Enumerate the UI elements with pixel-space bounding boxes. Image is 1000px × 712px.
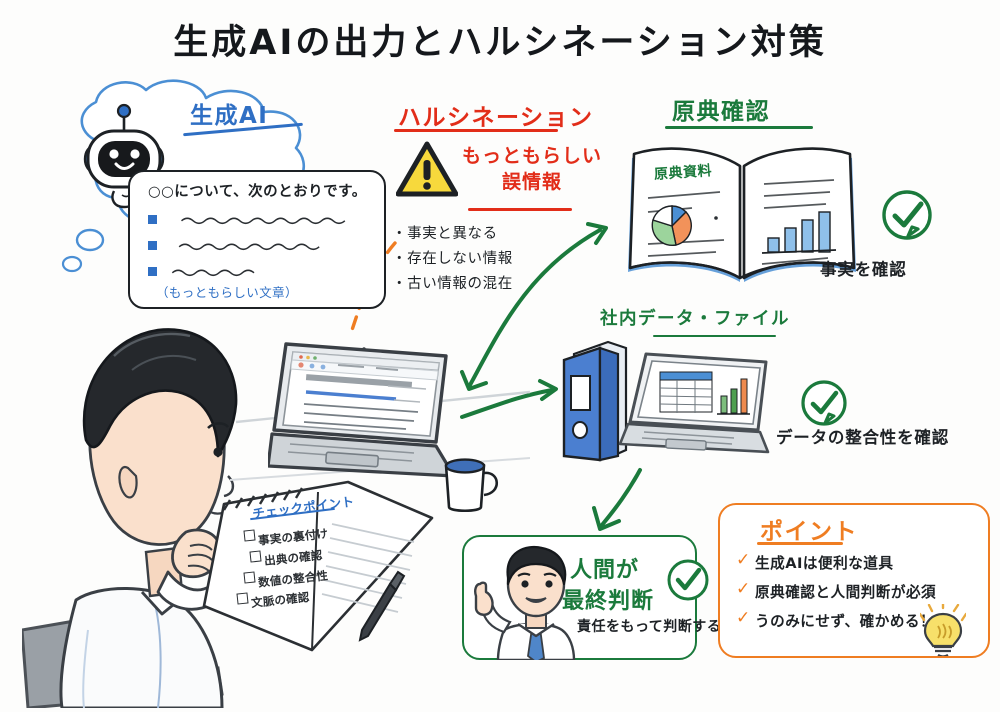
- human-decision-line1: 人間が: [570, 558, 640, 583]
- checkbox-icon[interactable]: [243, 529, 256, 542]
- check-mark-icon: ✓: [736, 550, 751, 570]
- list-item: ✓ 原典確認と人間判断が必須: [736, 581, 936, 602]
- point-text: 原典確認と人間判断が必須: [755, 584, 937, 601]
- check-circle-icon-source: [878, 188, 936, 246]
- bullet-square-icon: [148, 267, 157, 276]
- source-check-title: 原典確認: [672, 99, 770, 125]
- wavy-line: [181, 217, 346, 225]
- points-underline: [757, 542, 843, 545]
- human-decision-sub: 責任をもって判断する: [577, 619, 722, 635]
- wavy-line: [178, 243, 320, 251]
- coffee-mug-icon: [440, 455, 504, 515]
- hallucination-subtitle-line1: もっともらしい: [462, 145, 603, 167]
- binder-icon: [560, 338, 630, 463]
- lightbulb-icon: [918, 599, 968, 658]
- source-check-caption: 事実を確認: [820, 260, 907, 279]
- hallucination-underline: [394, 129, 558, 132]
- person-thinking-icon: [20, 300, 312, 710]
- internal-data-caption: データの整合性を確認: [776, 428, 949, 447]
- person-pointing-icon: [470, 536, 590, 664]
- hallucination-subtitle-underline: [468, 208, 572, 211]
- list-item: ✓ 生成AIは便利な道具: [736, 552, 936, 573]
- list-item: ・存在しない情報: [392, 250, 513, 267]
- bullet-square-icon: [148, 241, 157, 250]
- check-mark-icon: ✓: [736, 608, 751, 628]
- points-box: [718, 503, 990, 658]
- human-decision-line2: 最終判断: [562, 589, 655, 614]
- hallucination-list: ・事実と異なる ・存在しない情報 ・古い情報の混在: [392, 222, 513, 297]
- bullet-square-icon: [148, 215, 157, 224]
- ai-label: 生成AI: [190, 103, 269, 129]
- book-label: 原典資料: [653, 162, 713, 184]
- green-arrow-down: [592, 468, 642, 531]
- points-list: ✓ 生成AIは便利な道具 ✓ 原典確認と人間判断が必須 ✓ うのみにせず、確かめ…: [736, 552, 936, 639]
- open-book-icon: 原典資料: [612, 140, 872, 290]
- list-item: ・事実と異なる: [392, 226, 498, 242]
- wavy-line: [171, 269, 255, 277]
- check-circle-icon-data: [797, 378, 851, 432]
- warning-triangle-icon: [395, 140, 459, 198]
- points-title: ポイント: [760, 519, 858, 545]
- list-item: ・古い情報の混在: [392, 275, 513, 292]
- answer-heading: ○○について、次のとおりです。: [148, 184, 367, 200]
- answer-note: （もっともらしい文章）: [156, 285, 298, 300]
- hallucination-subtitle: もっともらしい 誤情報: [462, 144, 602, 195]
- hallucination-subtitle-line2: 誤情報: [502, 170, 563, 193]
- check-mark-icon: ✓: [736, 579, 751, 599]
- checkbox-icon[interactable]: [243, 571, 256, 584]
- hallucination-title: ハルシネーション: [398, 105, 594, 131]
- point-text: うのみにせず、確かめる！: [755, 613, 936, 630]
- source-check-underline: [665, 126, 813, 129]
- checkbox-icon[interactable]: [249, 550, 262, 563]
- internal-data-title: 社内データ・ファイル: [600, 309, 790, 329]
- laptop-icon-data: [618, 348, 783, 468]
- robot-icon: [78, 103, 170, 211]
- checkbox-icon[interactable]: [236, 592, 249, 605]
- page-title: 生成AIの出力とハルシネーション対策: [173, 23, 827, 63]
- notebook-icon: チェックポイント 事実の裏付け 出典の確認 数値の整合性 文脈の確認: [200, 480, 435, 655]
- laptop-icon-main: [266, 330, 463, 490]
- point-text: 生成AIは便利な道具: [755, 555, 894, 572]
- ai-answer-box: ○○について、次のとおりです。 （もっともらしい文章）: [128, 170, 386, 309]
- list-item: ✓ うのみにせず、確かめる！: [736, 610, 936, 631]
- internal-data-underline: [653, 335, 776, 338]
- check-circle-icon-human: [666, 558, 710, 602]
